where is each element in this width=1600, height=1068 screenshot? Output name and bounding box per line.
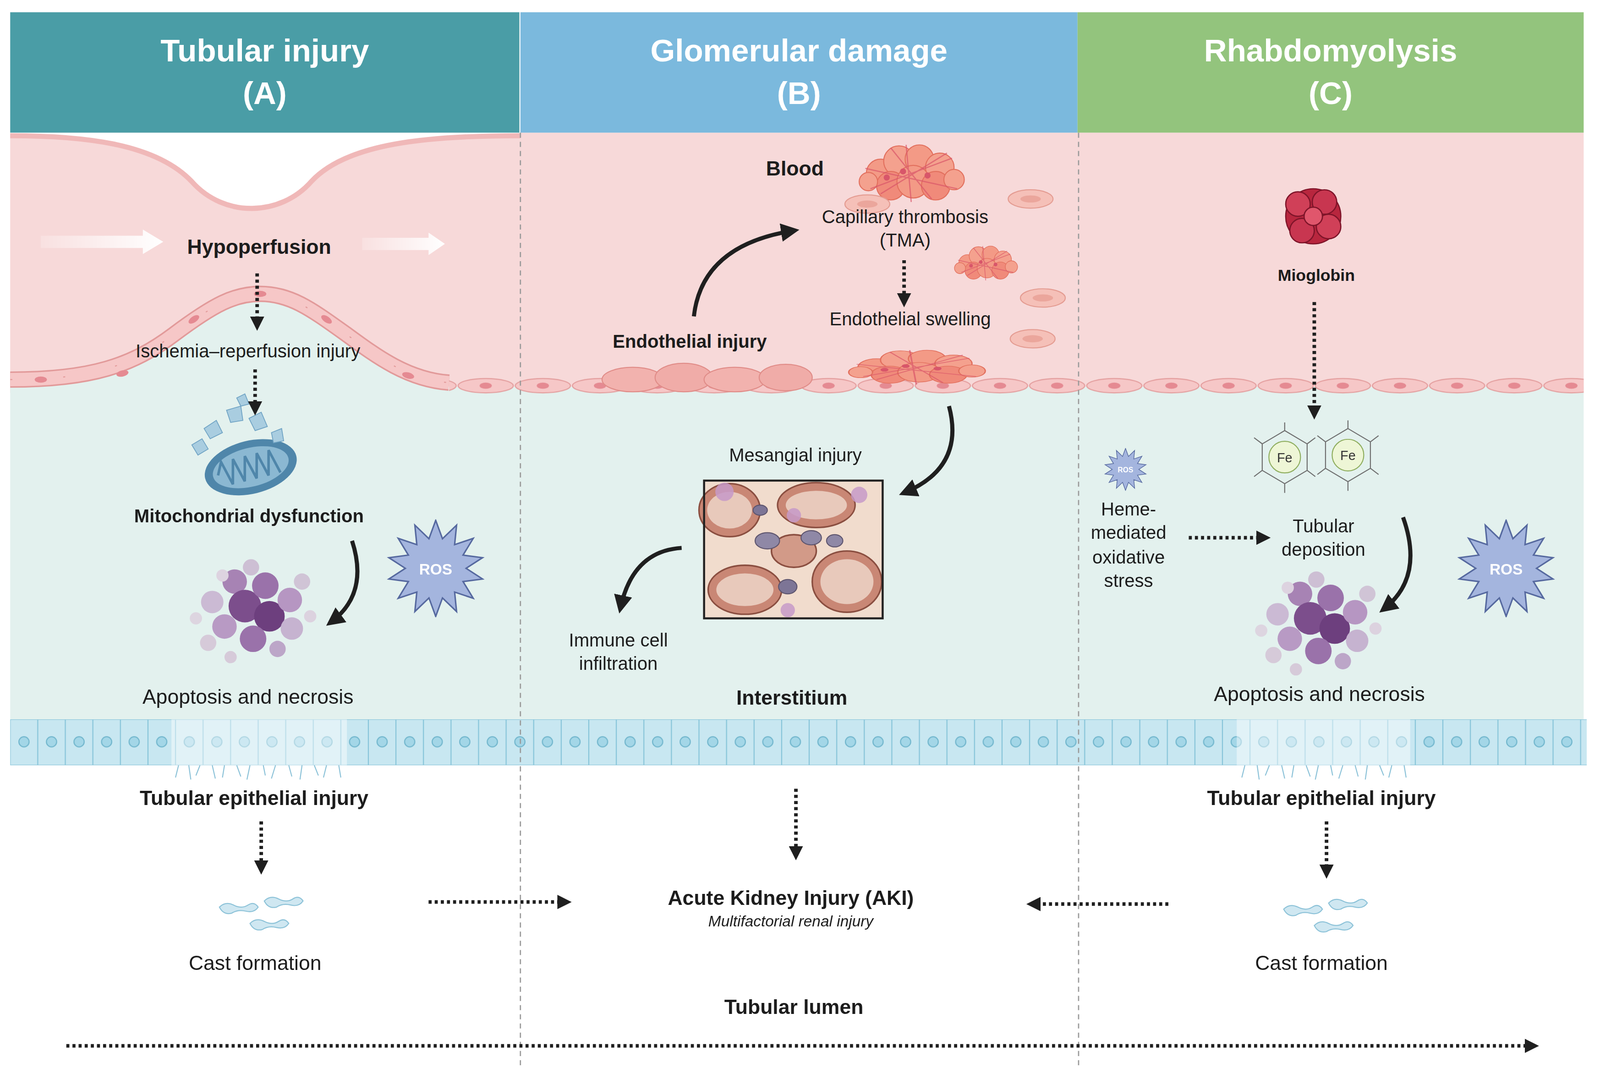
text-label: Cast formation (188, 950, 322, 976)
header-letter: (A) (242, 72, 287, 116)
text-label: Heme-mediated oxidative stress (1081, 498, 1176, 594)
text-label: Blood (766, 155, 824, 181)
ros-burst: ROS (1104, 448, 1148, 492)
text-label: Interstitium (736, 685, 848, 711)
starburst-outline (1459, 520, 1553, 617)
iron-circle: Fe (1331, 438, 1365, 472)
ros-text: ROS (1489, 559, 1523, 578)
ros-burst: ROS (386, 519, 485, 618)
text-label: Endothelial swelling (829, 309, 991, 332)
ros-burst: ROS (1457, 519, 1556, 618)
header-title: Tubular injury (160, 29, 369, 73)
text-label: Hypoperfusion (187, 234, 332, 260)
text-label: Apoptosis and necrosis (142, 684, 354, 710)
text-label: Apoptosis and necrosis (1213, 681, 1425, 707)
text-label: Immune cell infiltration (556, 629, 681, 677)
text-label: Multifactorial renal injury (708, 912, 874, 932)
header-band: Glomerular damage(B) (520, 12, 1078, 133)
text-label: Tubular epithelial injury (139, 785, 369, 811)
header-letter: (C) (1308, 72, 1353, 116)
text-label: Tubular deposition (1266, 515, 1381, 563)
text-label: Mioglobin (1277, 265, 1355, 286)
text-label: Cast formation (1254, 950, 1388, 976)
text-label: Capillary thrombosis (TMA) (803, 205, 1008, 254)
iron-text: Fe (1276, 449, 1293, 465)
header-title: Glomerular damage (650, 29, 948, 73)
header-band: Tubular injury(A) (10, 12, 520, 133)
box-heading: Mesangial injury (643, 444, 947, 467)
text-label: Acute Kidney Injury (AKI) (667, 885, 914, 911)
text-label: Mitochondrial dysfunction (134, 506, 364, 529)
starburst-outline (1105, 448, 1146, 491)
ros-text: ROS (419, 559, 453, 578)
text-label: Tubular epithelial injury (1206, 785, 1436, 811)
ros-text: ROS (1117, 465, 1134, 474)
iron-circle: Fe (1268, 440, 1301, 474)
header-band: Rhabdomyolysis(C) (1077, 12, 1584, 133)
iron-text: Fe (1340, 447, 1356, 463)
header-title: Rhabdomyolysis (1204, 29, 1458, 73)
starburst-outline (389, 520, 483, 617)
text-label: Endothelial injury (612, 331, 767, 355)
text-label: Ischemia–reperfusion injury (135, 340, 361, 364)
header-letter: (B) (777, 72, 822, 116)
text-label: Tubular lumen (724, 994, 864, 1020)
illustration-box: Mesangial injury (702, 479, 884, 620)
